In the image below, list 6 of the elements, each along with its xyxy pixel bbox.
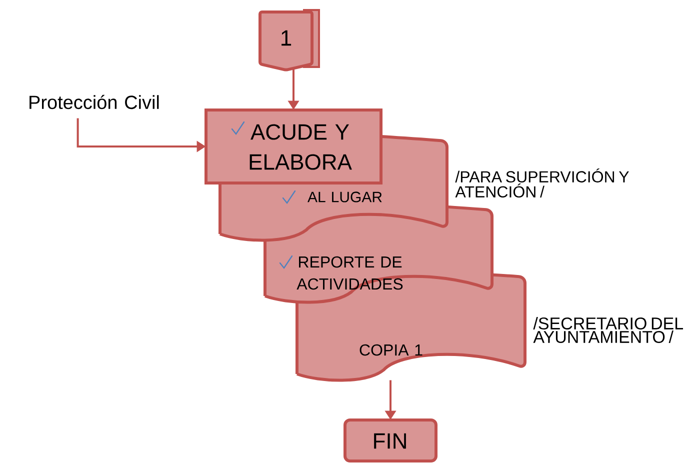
off-page-connector: 1	[258, 9, 320, 72]
label-text: Protección Civil	[30, 94, 159, 110]
annotation-text: /SECRETARIO DEL AYUNTAMIENTO /	[533, 317, 683, 343]
terminator-box: FIN	[344, 418, 438, 462]
annotation-text: /PARA SUPERVICIÓN Y ATENCIÓN /	[455, 168, 629, 198]
process-box: ACUDE Y ELABORA	[204, 108, 382, 184]
